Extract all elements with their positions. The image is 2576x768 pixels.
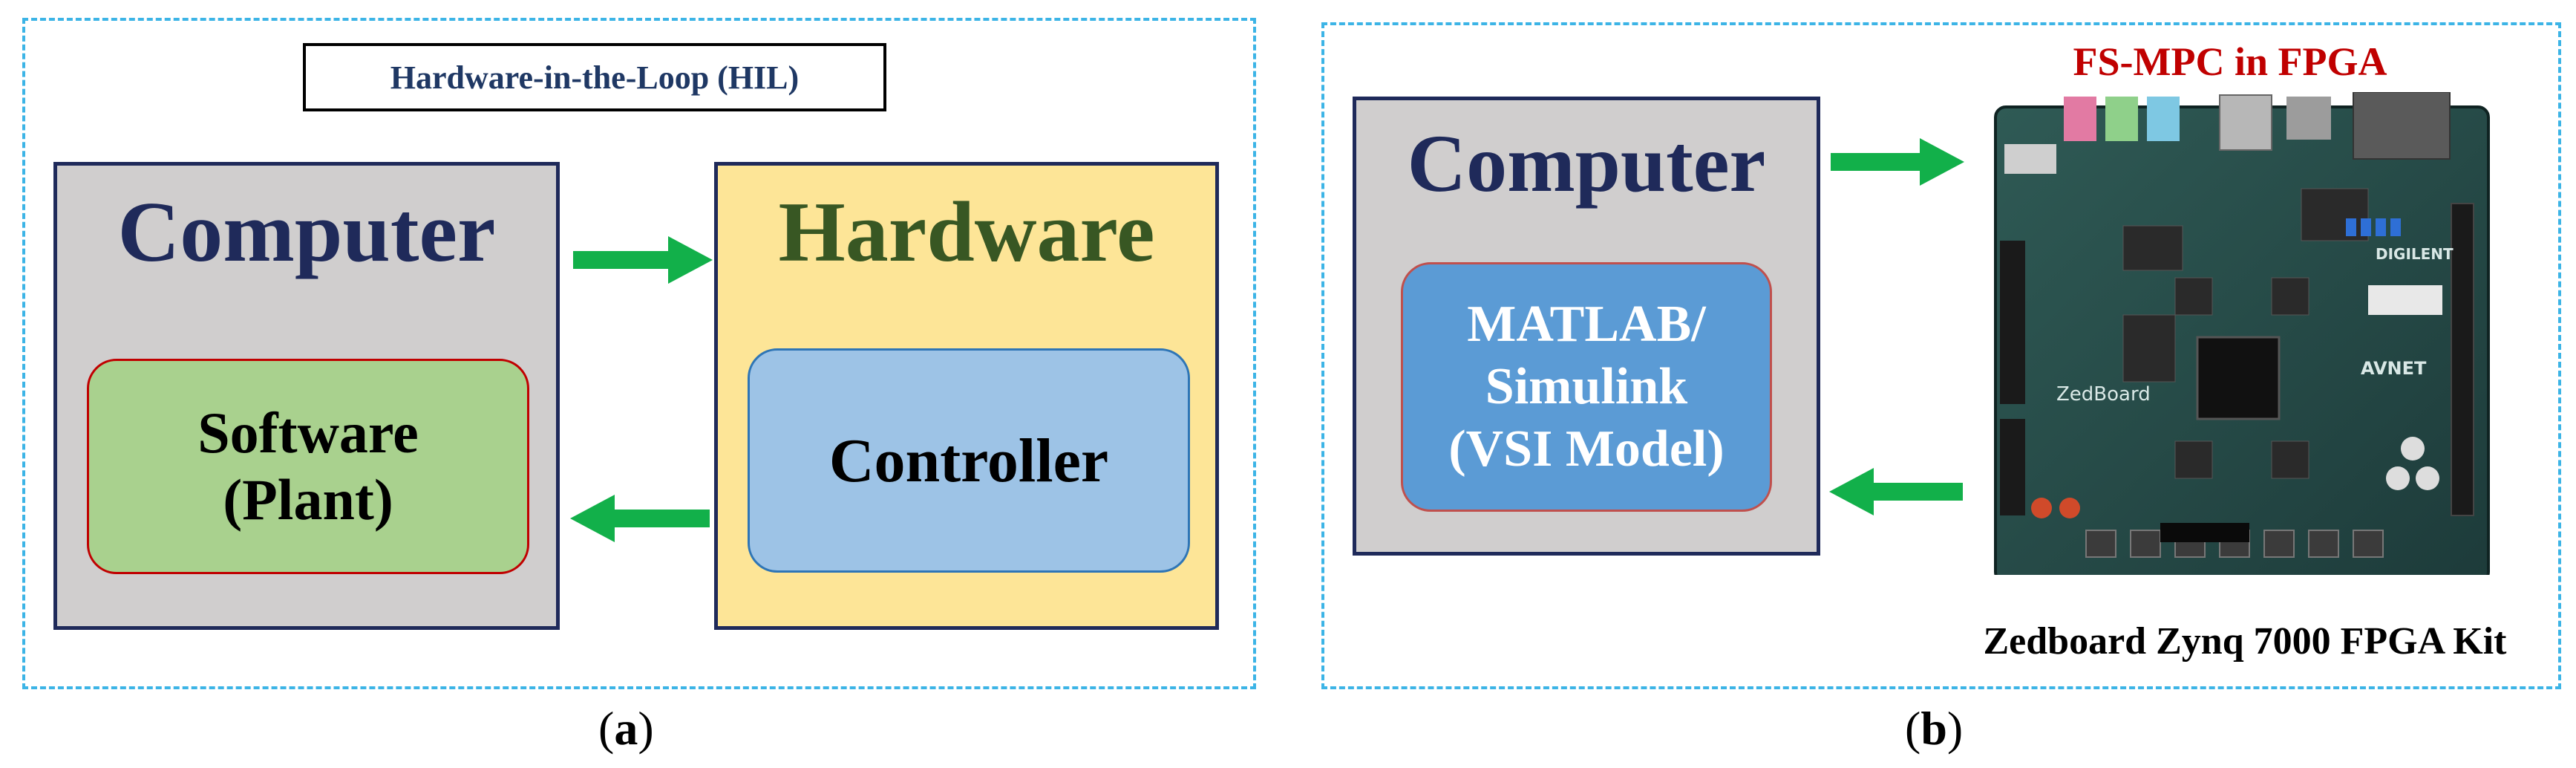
arrow-right-b — [1831, 138, 1964, 186]
caption-a-open: ( — [598, 702, 615, 755]
caption-b: (b) — [1905, 701, 1963, 756]
board-caption: Zedboard Zynq 7000 FPGA Kit — [1983, 620, 2507, 663]
caption-a-letter: a — [614, 702, 638, 755]
caption-b-open: ( — [1905, 702, 1921, 755]
matlab-label: MATLAB/ — [1467, 296, 1706, 353]
vsi-model-label: (VSI Model) — [1448, 420, 1725, 478]
arrow-right-a — [573, 236, 713, 284]
panel-a: Hardware-in-the-Loop (HIL) Computer Soft… — [22, 18, 1256, 689]
board-maker: DIGILENT — [2376, 245, 2454, 263]
computer-box-a: Computer Software (Plant) — [53, 162, 560, 630]
caption-b-close: ) — [1946, 702, 1964, 755]
computer-title-a: Computer — [117, 185, 496, 280]
zedboard-image: ZedBoard AVNET DIGILENT — [1975, 92, 2509, 627]
hil-label: Hardware-in-the-Loop (HIL) — [390, 59, 800, 96]
panel-b: Computer MATLAB/ Simulink (VSI Model) FS… — [1321, 22, 2561, 689]
software-plant-box: Software (Plant) — [87, 359, 529, 574]
controller-label: Controller — [828, 426, 1109, 495]
controller-box: Controller — [748, 348, 1190, 573]
fpga-title: FS-MPC in FPGA — [2073, 39, 2387, 84]
board-vendor: AVNET — [2361, 358, 2427, 379]
hil-label-box: Hardware-in-the-Loop (HIL) — [303, 43, 886, 111]
caption-a-close: ) — [638, 702, 654, 755]
computer-box-b: Computer MATLAB/ Simulink (VSI Model) — [1353, 97, 1820, 556]
arrow-left-a — [570, 495, 710, 542]
board-brand: ZedBoard — [2056, 383, 2151, 406]
software-label: Software — [197, 400, 419, 466]
plant-label: (Plant) — [223, 467, 393, 532]
computer-title-b: Computer — [1407, 118, 1766, 209]
arrow-left-b — [1829, 468, 1963, 515]
matlab-simulink-box: MATLAB/ Simulink (VSI Model) — [1401, 262, 1772, 512]
caption-b-letter: b — [1920, 702, 1947, 755]
caption-a: (a) — [598, 701, 654, 756]
hardware-box: Hardware Controller — [714, 162, 1219, 630]
hardware-title: Hardware — [778, 185, 1155, 280]
simulink-label: Simulink — [1485, 358, 1688, 415]
